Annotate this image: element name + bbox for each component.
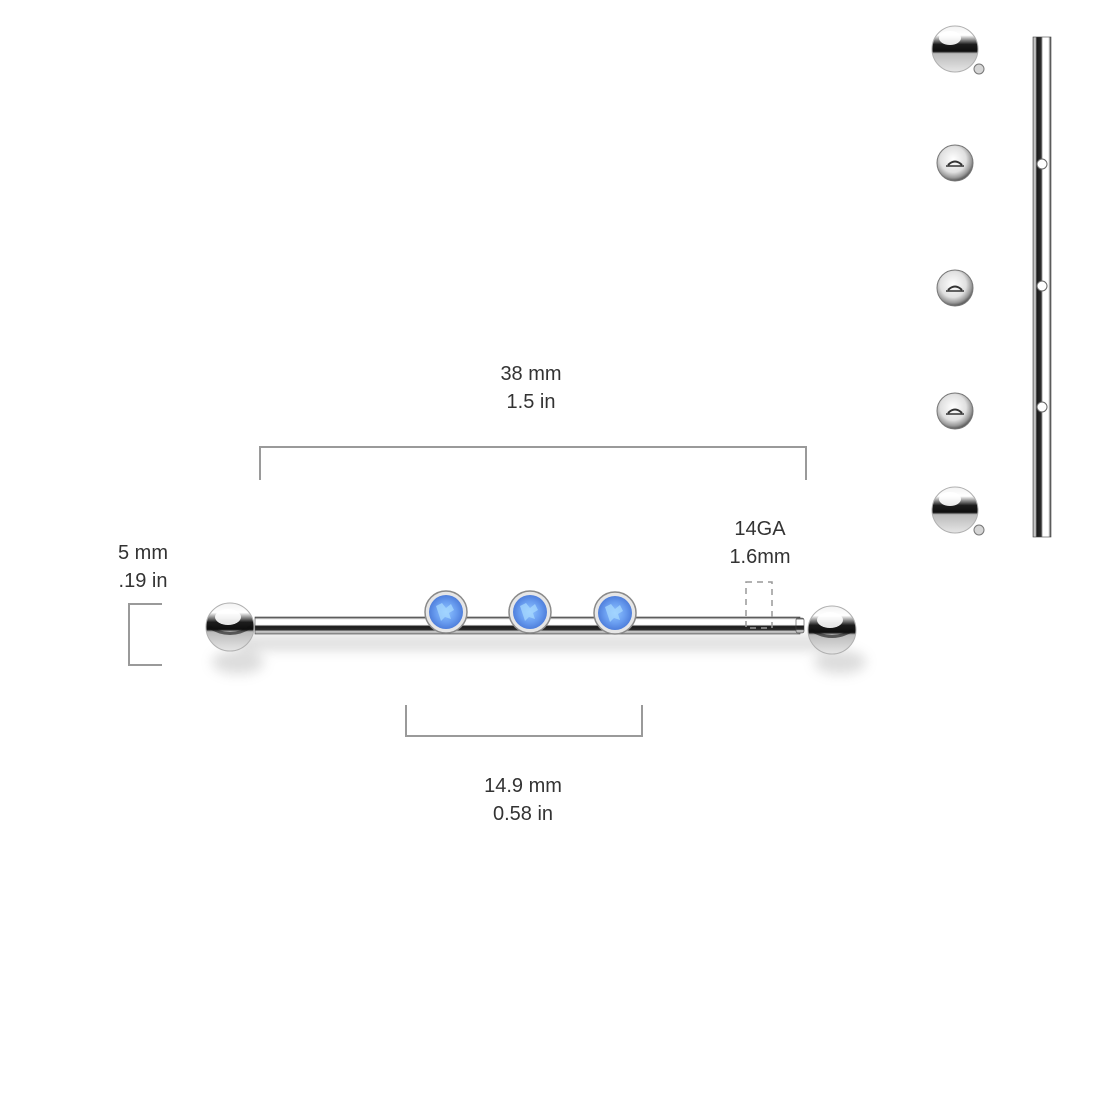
exploded-gem-back-3 — [936, 392, 974, 430]
gauge-label: 14GA 1.6mm — [710, 515, 810, 571]
gem-span-in: 0.58 in — [492, 803, 554, 825]
exploded-ball-top — [931, 25, 985, 75]
bar-shadow — [212, 636, 866, 674]
exploded-gem-back-2 — [936, 269, 974, 307]
gauge-mm: 1.6mm — [729, 546, 791, 568]
gauge-ga: 14GA — [734, 518, 786, 540]
gem-3 — [593, 591, 637, 635]
ball-size-in: .19 in — [118, 570, 168, 592]
exploded-gem-back-1 — [936, 144, 974, 182]
gem-span-label: 14.9 mm 0.58 in — [443, 772, 603, 828]
length-bracket — [259, 446, 807, 480]
exploded-bar-shaft — [1032, 36, 1052, 538]
ball-size-label: 5 mm .19 in — [93, 539, 193, 595]
left-end-ball — [205, 602, 255, 652]
gem-span-mm: 14.9 mm — [484, 775, 562, 797]
length-label: 38 mm 1.5 in — [451, 360, 611, 416]
length-in: 1.5 in — [506, 391, 556, 413]
gauge-indicator — [745, 581, 773, 629]
gem-2 — [508, 590, 552, 634]
length-mm: 38 mm — [500, 363, 562, 385]
gem-1 — [424, 590, 468, 634]
exploded-ball-bottom — [931, 486, 985, 536]
ball-size-bracket — [128, 603, 162, 666]
ball-size-mm: 5 mm — [118, 542, 168, 564]
right-end-ball — [807, 605, 857, 655]
gem-span-bracket — [405, 705, 643, 737]
